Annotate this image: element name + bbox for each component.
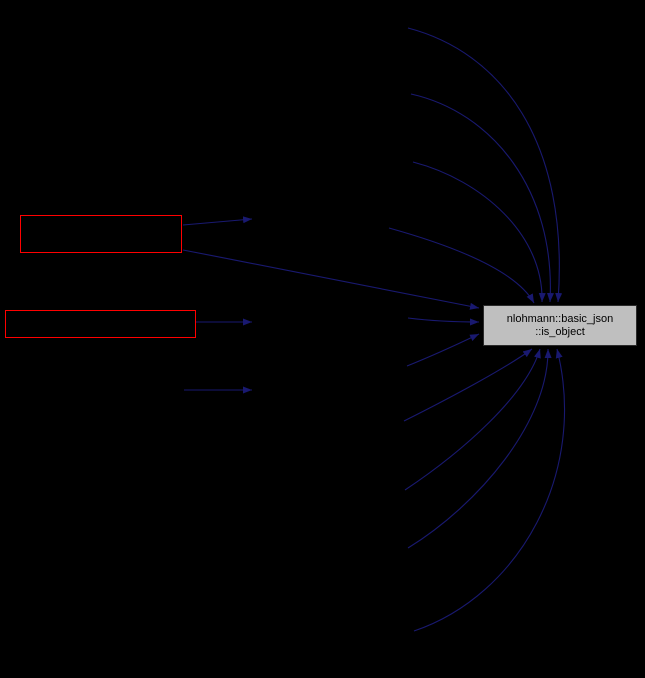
call-edge-11 (413, 348, 566, 632)
call-edge-1 (407, 27, 563, 303)
truncated-caller-node-1[interactable] (20, 215, 182, 253)
call-edge-7 (406, 333, 480, 367)
function-node-is-object[interactable]: nlohmann::basic_json ::is_object (483, 305, 637, 346)
call-edge-8 (403, 348, 533, 422)
call-edge-2 (410, 93, 554, 303)
call-edge-10 (407, 348, 552, 549)
short-arrow-1 (182, 216, 253, 226)
call-edges (182, 27, 566, 632)
call-edge-3 (412, 161, 546, 303)
call-edge-9 (404, 348, 541, 491)
truncated-caller-node-2[interactable] (5, 310, 196, 338)
function-node-label-line2: ::is_object (535, 325, 585, 338)
function-node-label-line1: nlohmann::basic_json (506, 312, 614, 325)
call-edge-6 (407, 317, 480, 326)
call-edge-5 (182, 249, 480, 310)
call-edge-4 (388, 227, 535, 304)
